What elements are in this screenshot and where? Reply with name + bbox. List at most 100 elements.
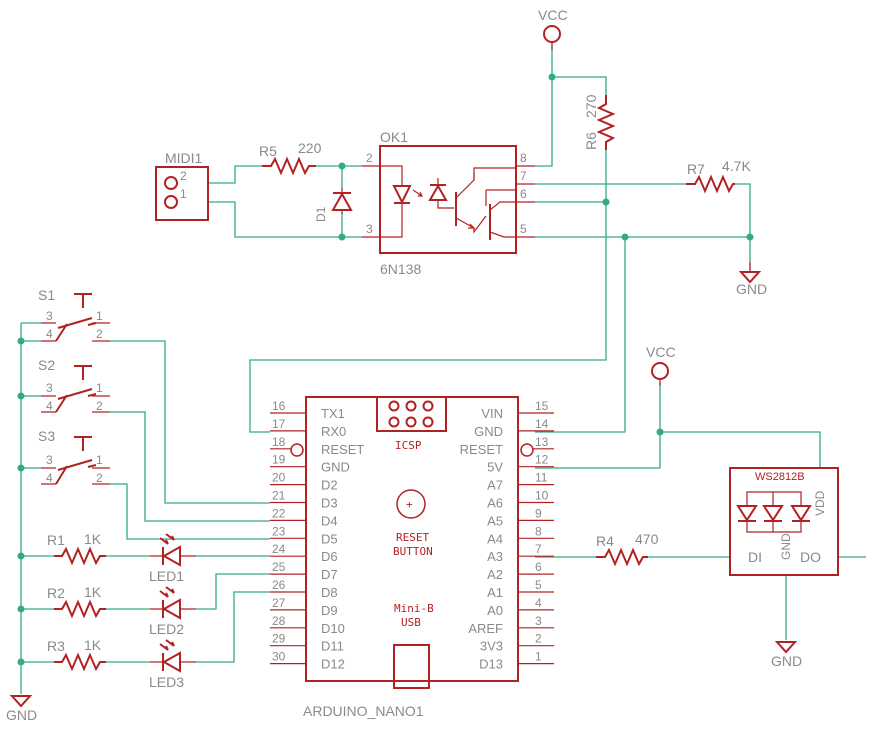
r4-value: 470 bbox=[635, 531, 659, 547]
ws-di: DI bbox=[748, 549, 762, 565]
pin-label: VIN bbox=[481, 406, 503, 421]
ws-vdd: VDD bbox=[813, 490, 827, 516]
ok1-pin-8: 8 bbox=[520, 151, 527, 165]
ok1-pin-7: 7 bbox=[520, 169, 527, 183]
nets bbox=[20, 44, 866, 694]
pin-label: AREF bbox=[468, 621, 503, 636]
pin-number: 20 bbox=[272, 471, 286, 485]
d1-name: D1 bbox=[314, 206, 328, 222]
junction-dot bbox=[338, 162, 346, 170]
pin-number: 9 bbox=[535, 506, 542, 520]
net-s1-d3 bbox=[110, 340, 270, 504]
s3-pin-2: 2 bbox=[96, 471, 103, 485]
r1-value: 1K bbox=[84, 531, 102, 547]
ok1-pin-6: 6 bbox=[520, 187, 527, 201]
s3-pin-1: 1 bbox=[96, 453, 103, 467]
resistor-r1: R1 1K bbox=[47, 531, 106, 566]
icsp-label: ICSP bbox=[395, 439, 422, 452]
switch-s3: S3 3 1 4 2 bbox=[38, 428, 110, 485]
gnd-label: GND bbox=[771, 653, 802, 669]
pin-number: 11 bbox=[535, 471, 548, 485]
net-midi-pin2 bbox=[208, 165, 262, 184]
led3-name: LED3 bbox=[149, 674, 184, 690]
gnd-label: GND bbox=[6, 707, 37, 723]
pin-label: A7 bbox=[487, 478, 503, 493]
pin-label: D4 bbox=[321, 513, 338, 528]
usb-line2: USB bbox=[401, 616, 421, 629]
pin-number: 3 bbox=[535, 614, 542, 628]
pin-number: 21 bbox=[272, 489, 286, 503]
junction-dot bbox=[602, 198, 610, 206]
led1-name: LED1 bbox=[149, 568, 184, 584]
arduino-pin-right: 6A2 bbox=[487, 560, 554, 582]
s2-pin-2: 2 bbox=[96, 399, 103, 413]
s1-pin-4: 4 bbox=[46, 327, 53, 341]
pin-number: 22 bbox=[272, 506, 286, 520]
pin-label: RX0 bbox=[321, 424, 346, 439]
arduino-right-pins: 15VIN14GND13RESET125V11A710A69A58A47A36A… bbox=[460, 399, 554, 672]
pin-number: 14 bbox=[535, 417, 549, 431]
pin-number: 18 bbox=[272, 435, 286, 449]
pin-number: 1 bbox=[535, 650, 542, 664]
r2-name: R2 bbox=[47, 585, 65, 601]
pin-number: 7 bbox=[535, 542, 542, 556]
pin-number: 2 bbox=[535, 632, 542, 646]
ok1-part: 6N138 bbox=[380, 261, 421, 277]
s3-pin-3: 3 bbox=[46, 453, 53, 467]
pin-number: 28 bbox=[272, 614, 286, 628]
resistor-r5: R5 220 bbox=[259, 140, 322, 176]
junction-dot bbox=[17, 392, 25, 400]
switch-s2: S2 3 1 4 2 bbox=[38, 357, 110, 413]
pin-number: 4 bbox=[535, 596, 542, 610]
pin-number: 8 bbox=[535, 524, 542, 538]
resistor-r6: R6 270 bbox=[583, 94, 616, 150]
net-led2-d7 bbox=[196, 573, 270, 610]
resistor-r4: R4 470 bbox=[596, 531, 659, 567]
r4-name: R4 bbox=[596, 533, 614, 549]
s3-pin-4: 4 bbox=[46, 471, 53, 485]
pin-label: A1 bbox=[487, 585, 503, 600]
net-midi-pin1 bbox=[208, 201, 362, 238]
s2-pin-1: 1 bbox=[96, 381, 103, 395]
junction-dot bbox=[338, 233, 346, 241]
pin-number: 29 bbox=[272, 632, 286, 646]
midi-connector: MIDI1 2 1 bbox=[155, 150, 209, 221]
pin-label: 3V3 bbox=[480, 639, 503, 654]
net-rx0 bbox=[249, 150, 607, 433]
r7-value: 4.7K bbox=[722, 158, 751, 174]
gnd-symbol-ws: GND bbox=[771, 641, 802, 669]
pin-label: D7 bbox=[321, 567, 338, 582]
s1-pin-1: 1 bbox=[96, 309, 103, 323]
pin-label: A0 bbox=[487, 603, 503, 618]
pin-number: 30 bbox=[272, 650, 286, 664]
junction-dot bbox=[17, 658, 25, 666]
r2-value: 1K bbox=[84, 584, 102, 600]
pin-number: 26 bbox=[272, 578, 286, 592]
pin-label: D8 bbox=[321, 585, 338, 600]
pin-label: D12 bbox=[321, 657, 345, 672]
pin-label: GND bbox=[321, 460, 350, 475]
led2-name: LED2 bbox=[149, 621, 184, 637]
led-led1: LED1 bbox=[149, 533, 196, 584]
pin-label: TX1 bbox=[321, 406, 345, 421]
pin-label: A6 bbox=[487, 496, 503, 511]
vcc-label: VCC bbox=[538, 7, 568, 23]
pin-label: 5V bbox=[487, 460, 503, 475]
gnd-symbol-left: GND bbox=[6, 695, 37, 723]
r1-name: R1 bbox=[47, 532, 65, 548]
pin-number: 19 bbox=[272, 453, 286, 467]
